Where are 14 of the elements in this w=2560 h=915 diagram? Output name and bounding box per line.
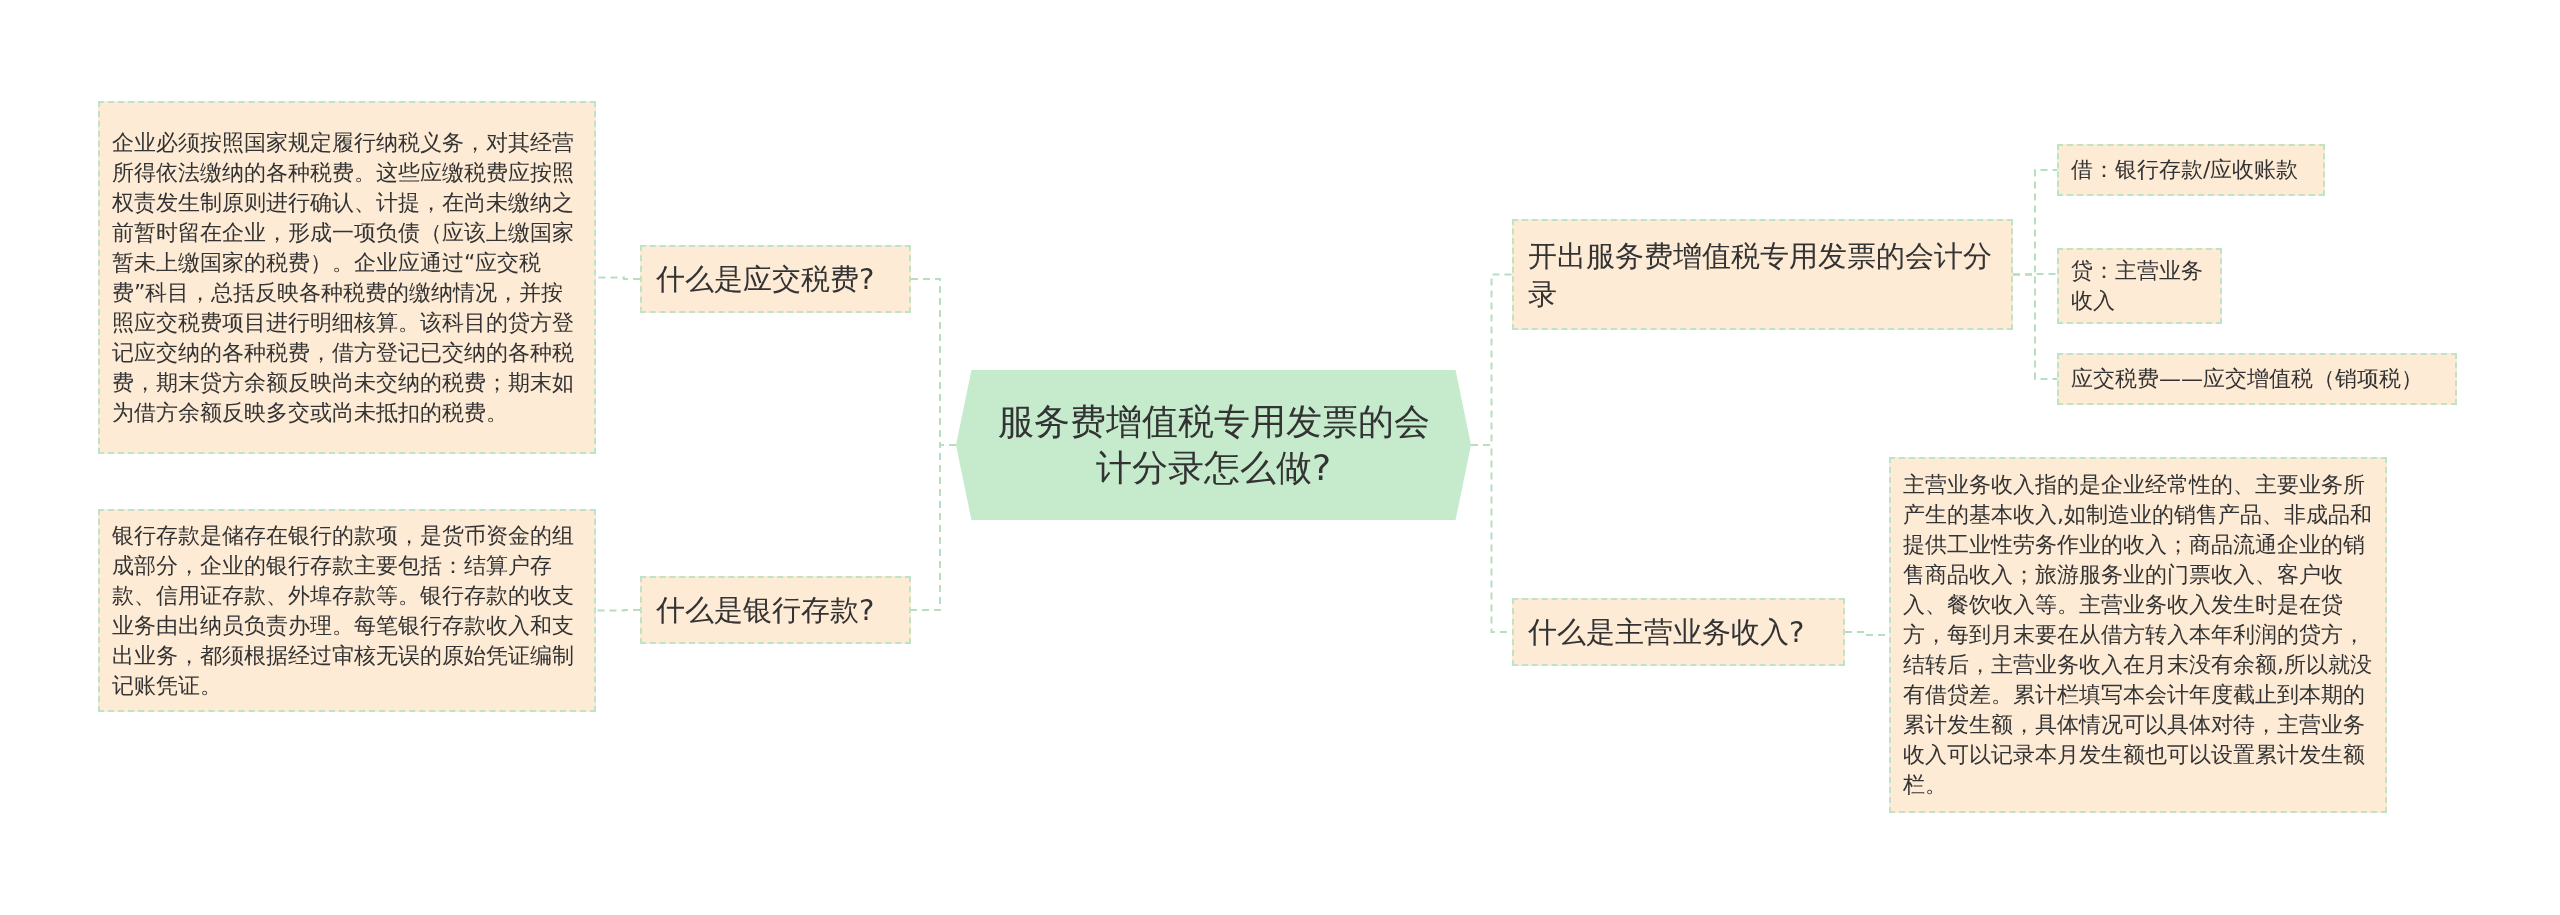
connector (2012, 273, 2058, 380)
entry-box: 贷：主营业务收入 (2057, 248, 2222, 324)
central-topic: 服务费增值税专用发票的会计分录怎么做? (956, 370, 1471, 520)
topic-box: 什么是主营业务收入? (1512, 598, 1845, 666)
note-box: 银行存款是储存在银行的款项，是货币资金的组成部分，企业的银行存款主要包括：结算户存款、信用证存款、外埠存款等。银行存款的收支业务由出纳员负责办理。每笔银行存款收入和支出业务，都须根据经过审核无误的原始凭证编制记账凭证。 (98, 509, 596, 712)
note-box: 企业必须按照国家规定履行纳税义务，对其经营所得依法缴纳的各种税费。这些应缴税费应按照权责发生制原则进行确认、计提，在尚未缴纳之前暂时留在企业，形成一项负债（应该上缴国家暂未上缴国家的税费）。企业应通过“应交税费”科目，总括反映各种税费的缴纳情况，并按照应交税费项目进行明细核算。该科目的贷方登记应交纳的各种税费，借方登记已交纳的各种税费，期末贷方余额反映尚未交纳的税费；期末如为借方余额反映多交或尚未抵扣的税费。 (98, 101, 596, 454)
entry-box: 借：银行存款/应收账款 (2057, 144, 2325, 196)
entry-box: 应交税费——应交增值税（销项税） (2057, 353, 2457, 405)
topic-box: 开出服务费增值税专用发票的会计分录 (1512, 219, 2013, 330)
topic-box: 什么是银行存款? (640, 576, 911, 644)
connector (910, 444, 957, 611)
connector (595, 609, 641, 612)
topic-box: 什么是应交税费? (640, 245, 911, 313)
note-box: 主营业务收入指的是企业经常性的、主要业务所产生的基本收入,如制造业的销售产品、非成品和提供工业性劳务作业的收入；商品流通企业的销售商品收入；旅游服务业的门票收入、客户收入、餐饮收入等。主营业务收入发生时是在贷方，每到月末要在从借方转入本年利润的贷方，结转后，主营业务收入在月末没有余额,所以就没有借贷差。累计栏填写本会计年度截止到本期的累计发生额，具体情况可以具体对待，主营业务收入可以记录本月发生额也可以设置累计发生额栏。 (1889, 457, 2387, 813)
